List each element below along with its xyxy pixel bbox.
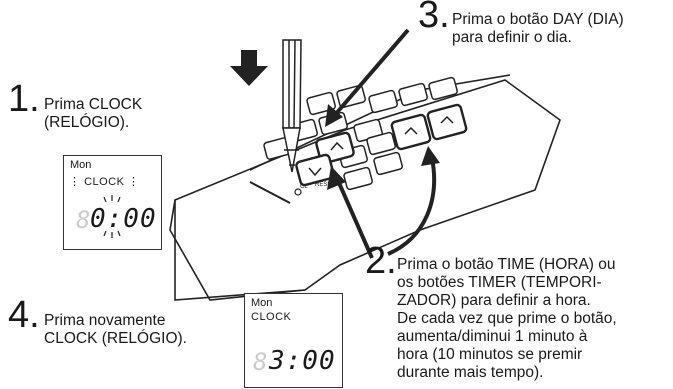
lcd-clock-label: ⋮ CLOCK ⋮ [69, 176, 140, 188]
remote-body [169, 74, 561, 301]
step-4-line-1: Prima novamente [44, 312, 166, 329]
step-2-number: 2. [365, 240, 397, 282]
step2-time-arrow-icon [327, 166, 374, 259]
svg-text:8: 8 [253, 348, 267, 376]
step-4-number: 4. [8, 294, 40, 336]
lcd-ghost-digit-icon: 8 [253, 348, 267, 376]
step-3-number: 3. [418, 0, 450, 36]
svg-text:CL: CL [300, 184, 308, 190]
svg-text:RESET: RESET [315, 182, 335, 188]
remote-small-labels: CL RESET [300, 182, 335, 190]
step-4-text: Prima novamente CLOCK (RELÓGIO). [44, 312, 187, 348]
step2-timer-arrow-icon [387, 146, 440, 256]
lcd-display-4: Mon CLOCK 8 3:00 [244, 293, 343, 388]
step-1-number: 1. [8, 78, 40, 120]
svg-text:8: 8 [76, 206, 90, 234]
step-2-line-3: ZADOR) para definir a hora. [397, 292, 591, 309]
step-1-line-2: (RELÓGIO). [44, 114, 130, 131]
step3-arrow-icon [325, 28, 410, 127]
lcd-time-4: 3:00 [269, 346, 336, 376]
lcd-clock-label: CLOCK [251, 311, 292, 323]
lcd-blink-marks-icon: 8 [76, 195, 121, 238]
remote-buttons [263, 76, 468, 191]
step-2-text: Prima o botão TIME (HORA) ou os botões T… [397, 256, 617, 382]
step-3-text: Prima o botão DAY (DIA) para definir o d… [452, 11, 624, 47]
step-3-line-1: Prima o botão DAY (DIA) [452, 11, 624, 28]
lcd-day-label: Mon [251, 297, 273, 309]
step-2-line-1: Prima o botão TIME (HORA) ou [397, 256, 616, 273]
step-1-text: Prima CLOCK (RELÓGIO). [44, 96, 142, 132]
button-glyphs [308, 115, 454, 177]
lcd-time-1: 0:00 [90, 204, 157, 234]
step-2-note-3: hora (10 minutos se premir [397, 346, 583, 363]
step-2-note-2: aumenta/diminui 1 minuto à [397, 328, 588, 345]
down-arrow-icon [230, 50, 268, 86]
lcd-display-1: Mon ⋮ CLOCK ⋮ 8 0:00 [63, 155, 162, 250]
step-2-note-4: durante mais tempo). [397, 364, 544, 381]
step-2-note-1: De cada vez que prime o botão, [397, 310, 617, 327]
step-4-line-2: CLOCK (RELÓGIO). [44, 330, 187, 347]
step-1-line-1: Prima CLOCK [44, 96, 143, 113]
step-2-line-2: os botões TIMER (TEMPORI- [397, 274, 602, 291]
lcd-day-label: Mon [70, 159, 92, 171]
pencil-icon [282, 39, 302, 173]
step-3-line-2: para definir o dia. [452, 29, 572, 46]
